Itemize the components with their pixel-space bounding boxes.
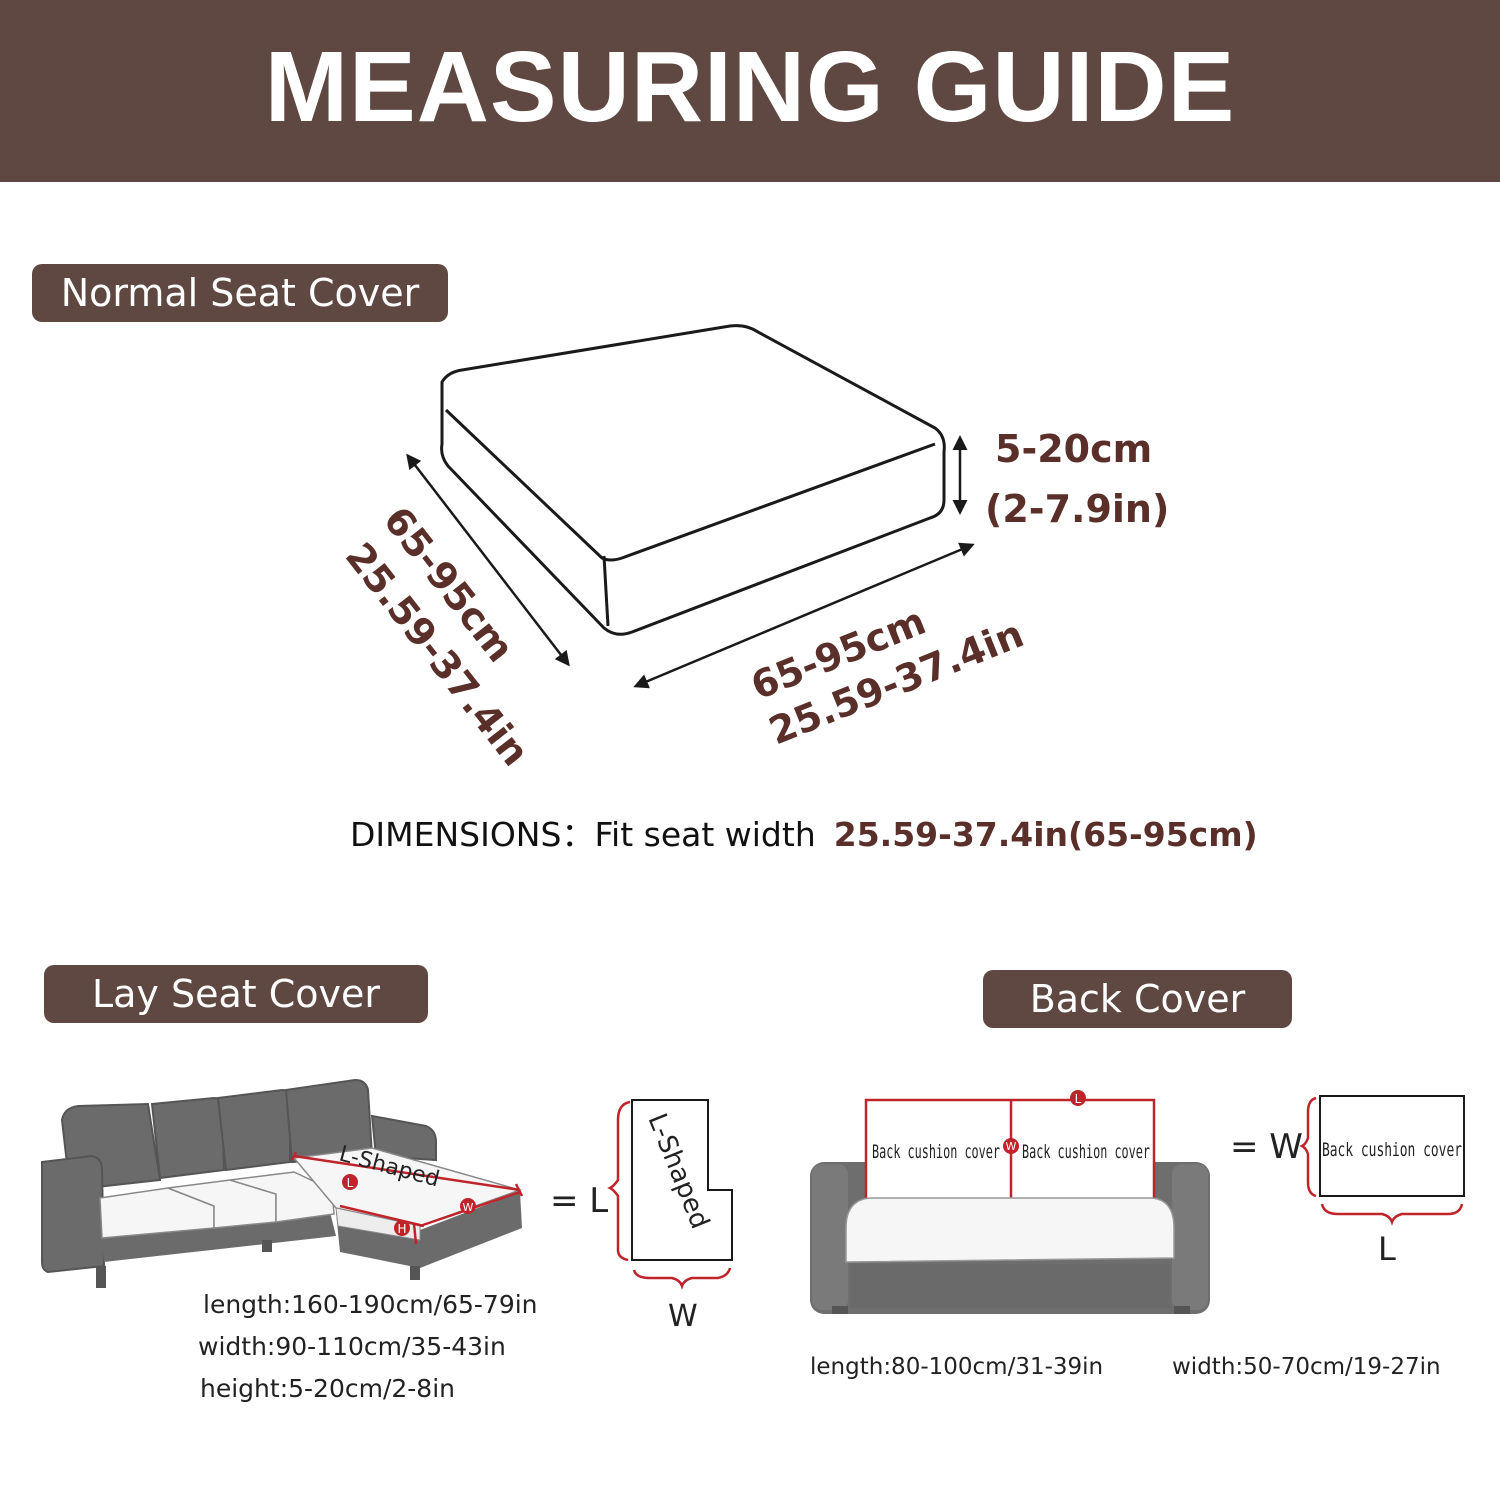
back-cover-sofa-illustration [810,1098,1210,1314]
lay-marker-l: L [342,1174,358,1190]
lay-seat-cover-label: Lay Seat Cover [44,965,428,1023]
header-banner: MEASURING GUIDE [0,0,1500,182]
height-cm-label: 5-20cm [995,427,1152,471]
back-marker-l: L [1070,1090,1086,1106]
dimensions-line: DIMENSIONS：Fit seat width 25.59-37.4in(65… [350,808,1258,856]
back-cushion-right-label: Back cushion cover [1022,1141,1150,1163]
lay-w-letter: W [668,1299,698,1334]
dimensions-label: DIMENSIONS： [350,815,595,854]
svg-text:L: L [347,1176,354,1190]
back-width-spec: width:50-70cm/19-27in [1172,1354,1441,1380]
svg-text:W: W [1006,1140,1017,1153]
l-shaped-cushion-diagram [607,1099,733,1290]
lay-marker-h: H [394,1220,410,1236]
back-cushion-diagram [1299,1095,1465,1226]
lay-height-spec: height:5-20cm/2-8in [200,1374,455,1403]
page-title: MEASURING GUIDE [264,31,1236,143]
lay-length-spec: length:160-190cm/65-79in [203,1290,538,1319]
lay-marker-w: W [460,1198,476,1214]
back-marker-w: W [1003,1138,1019,1154]
dimensions-value: 25.59-37.4in(65-95cm) [833,815,1258,854]
svg-text:H: H [397,1222,406,1236]
l-shaped-sofa-illustration [41,1078,524,1288]
dimensions-text: Fit seat width [594,815,816,854]
width-arrow [633,542,975,689]
back-cover-label: Back Cover [983,970,1292,1028]
back-length-spec: length:80-100cm/31-39in [810,1354,1104,1380]
lay-width-spec: width:90-110cm/35-43in [198,1332,506,1361]
back-cushion-diagram-label: Back cushion cover [1322,1139,1462,1161]
back-l-letter: L [1378,1230,1396,1268]
depth-arrow [406,453,570,667]
height-in-label: (2-7.9in) [985,487,1169,531]
back-cushion-left-label: Back cushion cover [872,1141,1000,1163]
svg-text:W: W [463,1201,474,1214]
back-equals-w: = W [1230,1127,1303,1167]
normal-seat-cover-label: Normal Seat Cover [32,264,448,322]
svg-text:L: L [1075,1092,1082,1106]
lay-equals-l: = L [550,1181,608,1221]
